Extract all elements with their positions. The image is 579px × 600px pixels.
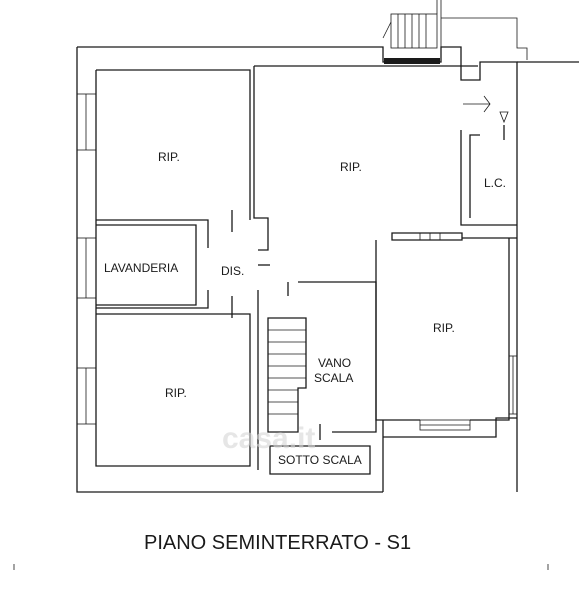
room-lc — [460, 95, 517, 226]
label-vano-scala-line1: VANO — [318, 356, 351, 370]
plan-title: PIANO SEMINTERRATO - S1 — [144, 532, 411, 554]
label-lavanderia: LAVANDERIA — [104, 261, 178, 275]
outer-walls — [76, 46, 579, 493]
exterior-stair — [382, 0, 528, 64]
label-lc: L.C. — [484, 176, 506, 190]
room-rip-center — [231, 66, 517, 266]
label-vano-scala-line2: SCALA — [314, 371, 353, 385]
label-rip-bottom-left: RIP. — [165, 386, 187, 400]
label-dis: DIS. — [221, 264, 244, 278]
label-sotto-scala: SOTTO SCALA — [278, 453, 362, 467]
label-rip-right: RIP. — [433, 321, 455, 335]
watermark: casa.it — [222, 422, 315, 455]
room-rip-top-left — [96, 69, 251, 248]
left-windows — [76, 93, 97, 425]
room-sotto-scala — [269, 445, 371, 475]
room-rip-bottom-left — [96, 313, 251, 467]
room-rip-right — [375, 238, 518, 431]
room-vano-scala — [257, 281, 377, 470]
label-rip-center: RIP. — [340, 160, 362, 174]
label-rip-top-left: RIP. — [158, 150, 180, 164]
